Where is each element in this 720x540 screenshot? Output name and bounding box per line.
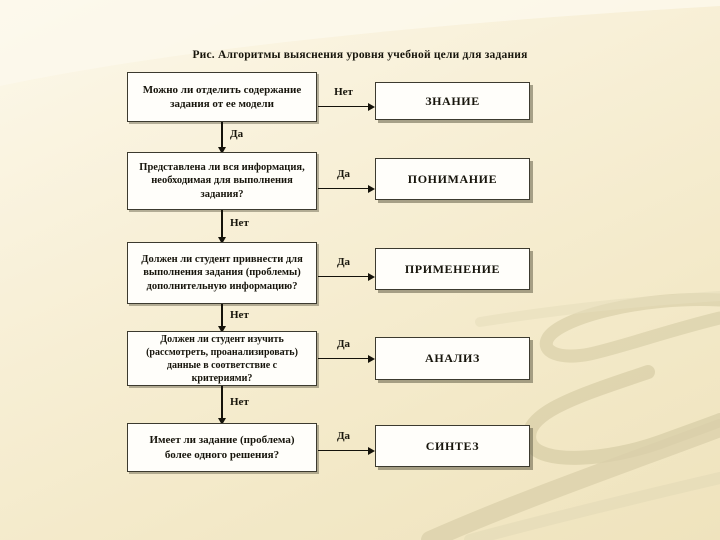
down-label: Нет <box>230 308 249 321</box>
arrow-down-icon <box>217 326 226 333</box>
arrow-right-icon <box>368 103 375 111</box>
result-box-3: ПРИМЕНЕНИЕ <box>375 248 530 290</box>
branch-label: Да <box>336 338 351 350</box>
arrow-right-icon <box>368 447 375 455</box>
result-text: ПРИМЕНЕНИЕ <box>404 261 501 276</box>
branch-label: Нет <box>334 86 353 98</box>
arrow-line <box>318 276 370 277</box>
result-box-1: ЗНАНИЕ <box>375 82 530 120</box>
arrow-line <box>318 450 370 451</box>
arrow-down-icon <box>217 147 226 154</box>
question-box-4: Должен ли студент изучить (рассмотреть, … <box>127 331 317 386</box>
question-text: Представлена ли вся информация, необходи… <box>139 161 305 200</box>
arrow-right-icon <box>368 355 375 363</box>
result-box-2: ПОНИМАНИЕ <box>375 158 530 200</box>
result-text: АНАЛИЗ <box>425 351 480 365</box>
question-text: Должен ли студент привнести для выполнен… <box>141 253 303 292</box>
down-arrow-4: Нет <box>217 386 249 425</box>
down-label: Да <box>230 128 244 141</box>
arrow-line <box>318 106 370 107</box>
question-box-1: Можно ли отделить содержание задания от … <box>127 72 317 122</box>
result-text: СИНТЕЗ <box>425 438 480 453</box>
branch-arrow-3: Да <box>318 256 375 281</box>
down-arrow-3: Нет <box>217 304 249 333</box>
question-box-2: Представлена ли вся информация, необходи… <box>127 152 317 210</box>
question-text: Можно ли отделить содержание задания от … <box>142 83 302 110</box>
branch-label: Да <box>336 168 351 180</box>
branch-label: Да <box>336 430 351 442</box>
arrow-right-icon <box>368 185 375 193</box>
result-box-5: СИНТЕЗ <box>375 425 530 467</box>
question-text: Должен ли студент изучить (рассмотреть, … <box>146 333 298 384</box>
result-box-4: АНАЛИЗ <box>375 337 530 380</box>
down-label: Нет <box>230 217 249 230</box>
arrow-right-icon <box>368 273 375 281</box>
arrow-down-icon <box>217 418 226 425</box>
result-text: ПОНИМАНИЕ <box>407 171 498 186</box>
question-box-5: Имеет ли задание (проблема) более одного… <box>127 423 317 472</box>
down-label: Нет <box>230 395 249 408</box>
branch-arrow-1: Нет <box>318 86 375 111</box>
arrow-down-icon <box>217 237 226 244</box>
question-box-3: Должен ли студент привнести для выполнен… <box>127 242 317 304</box>
down-arrow-2: Нет <box>217 210 249 244</box>
result-text: ЗНАНИЕ <box>425 93 480 108</box>
branch-label: Да <box>336 256 351 268</box>
question-text: Имеет ли задание (проблема) более одного… <box>149 434 295 461</box>
branch-arrow-5: Да <box>318 430 375 455</box>
arrow-line <box>318 358 370 359</box>
down-arrow-1: Да <box>217 122 243 154</box>
branch-arrow-4: Да <box>318 338 375 363</box>
branch-arrow-2: Да <box>318 168 375 193</box>
arrow-line <box>318 188 370 189</box>
diagram-title: Рис. Алгоритмы выяснения уровня учебной … <box>192 49 528 61</box>
